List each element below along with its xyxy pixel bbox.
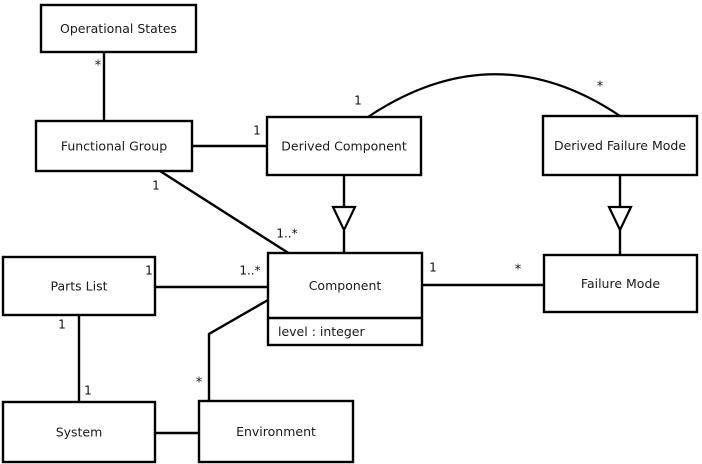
class-label-operational-states: Operational States [60,21,177,36]
multiplicity-component-functional-group: 1..* [276,227,297,241]
class-rect-system[interactable] [1,400,157,464]
class-rect-derived-failure-mode[interactable] [541,114,699,177]
association-functional-group-component[interactable] [159,169,291,256]
class-box-functional-group[interactable]: Functional Group [34,119,194,173]
multiplicity-functional-group-component: 1 [152,179,160,193]
class-rect-operational-states[interactable] [39,3,198,54]
class-box-derived-component[interactable]: Derived Component [265,115,423,177]
class-box-environment[interactable]: Environment [197,399,355,464]
class-label-derived-failure-mode: Derived Failure Mode [554,138,686,153]
association-layer [77,52,621,435]
class-rect-environment[interactable] [197,399,355,464]
multiplicity-layer: * 1 1 1..* 1 * 1 1..* 1 * 1 1 * [58,59,604,398]
class-box-operational-states[interactable]: Operational States [39,3,198,54]
class-label-environment: Environment [236,424,316,439]
multiplicity-component-failure-mode: 1 [429,261,437,275]
multiplicity-environment-component: * [196,376,203,391]
class-box-system[interactable]: System [1,400,157,464]
class-box-component[interactable]: Component level : integer [266,251,424,347]
class-label-failure-mode: Failure Mode [581,276,660,291]
multiplicity-derived-failure-mode-arc: * [597,80,604,95]
multiplicity-derived-component-arc: 1 [354,94,362,108]
class-label-system: System [56,425,103,440]
association-environment-component[interactable] [207,298,269,401]
class-rect-functional-group[interactable] [34,119,194,173]
class-label-component: Component [309,278,382,293]
class-box-failure-mode[interactable]: Failure Mode [542,253,699,314]
generalization-arrowhead-derived-failure-mode[interactable] [607,205,633,233]
class-label-parts-list: Parts List [50,279,107,294]
multiplicity-component-parts-list: 1..* [239,264,260,278]
multiplicity-functional-group-derived-component: 1 [253,124,261,138]
class-rect-derived-component[interactable] [265,115,423,177]
multiplicity-parts-list-system: 1 [58,318,66,332]
class-box-parts-list[interactable]: Parts List [1,255,157,317]
association-derived-component-derived-failure-mode[interactable] [367,73,621,118]
class-box-derived-failure-mode[interactable]: Derived Failure Mode [541,114,699,177]
multiplicity-operational-states-functional-group: * [95,59,102,74]
class-label-functional-group: Functional Group [61,139,167,154]
generalization-arrowhead-derived-component[interactable] [331,205,357,233]
multiplicity-parts-list-component: 1 [145,264,153,278]
class-rect-failure-mode[interactable] [542,253,699,314]
generalization-layer [331,175,633,255]
class-label-derived-component: Derived Component [281,139,407,154]
class-rect-component[interactable] [266,251,424,347]
multiplicity-failure-mode-component: * [515,263,522,278]
class-rect-parts-list[interactable] [1,255,157,317]
multiplicity-system-parts-list: 1 [84,384,92,398]
class-attribute-component-level: level : integer [278,324,365,339]
